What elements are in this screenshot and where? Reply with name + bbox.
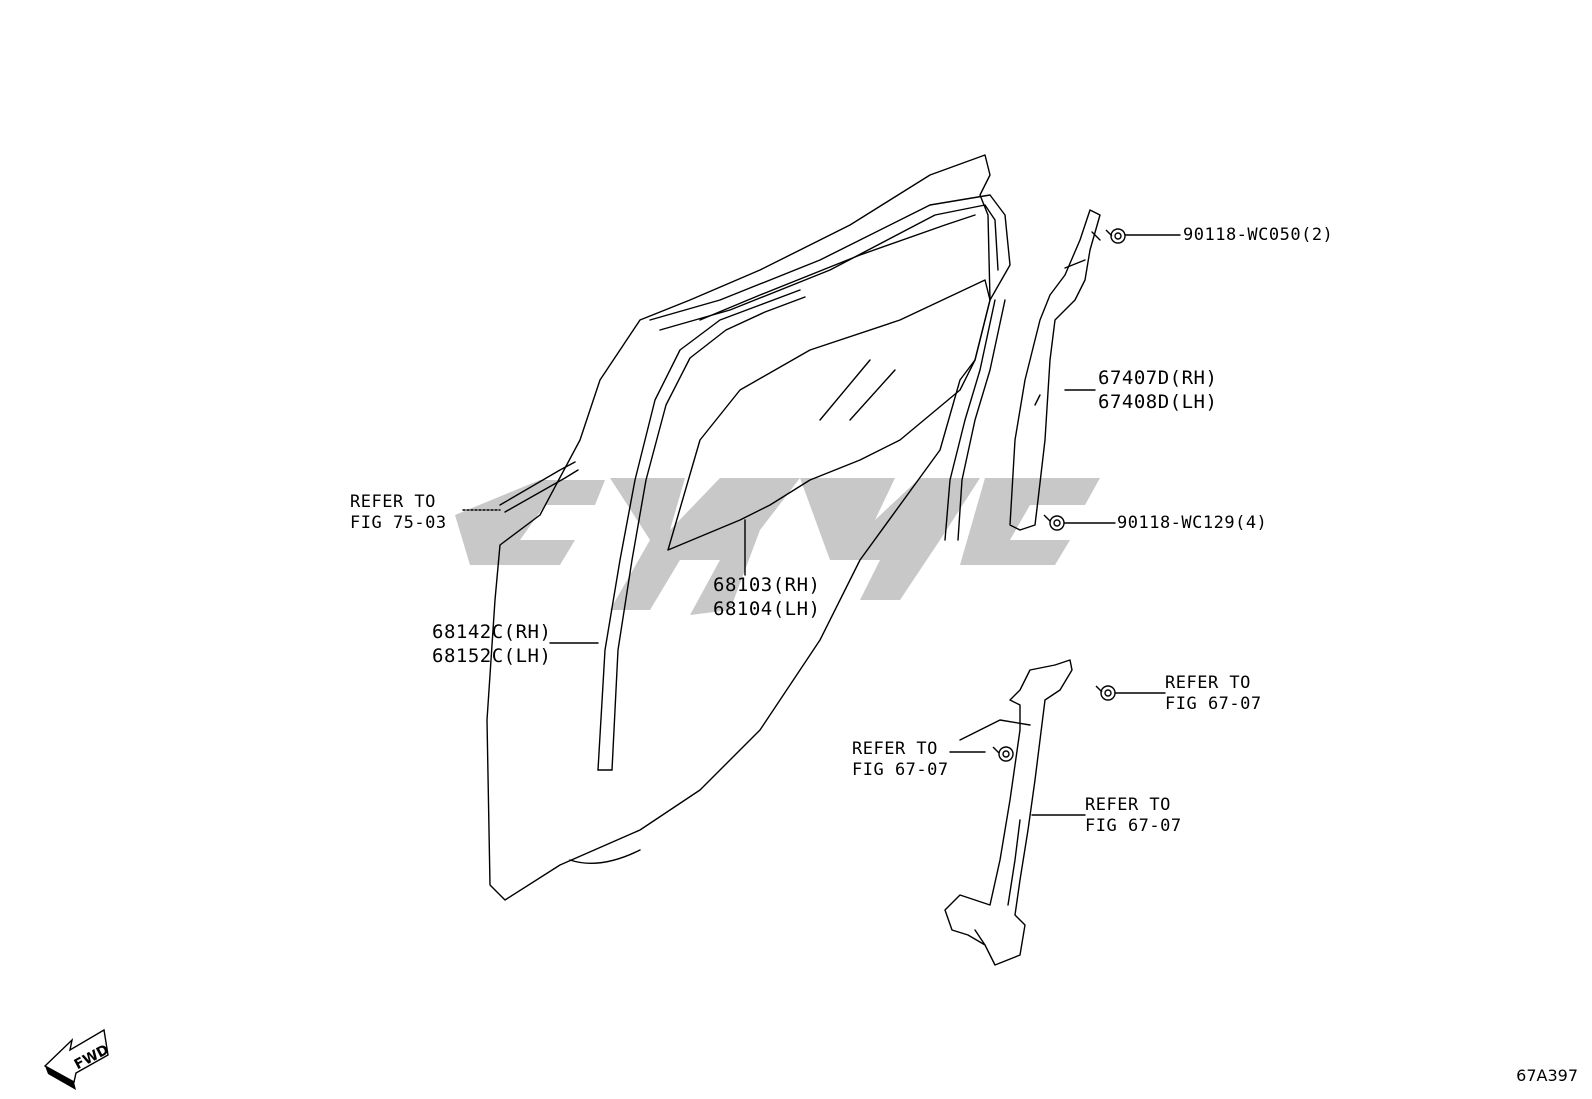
part-number-lh: 68152C(LH) [432,645,552,667]
glass-run-channel [597,289,801,771]
figure-id: 67A397 [1516,1066,1578,1085]
label-refer-r1: REFER TO FIG 67-07 [1165,673,1262,714]
label-run: 68142C(RH) 68152C(LH) [432,620,551,668]
door-glass-outline [667,279,991,551]
part-number-lh: 67408D(LH) [1098,391,1218,413]
part-number-lh: 68104(LH) [713,598,821,620]
watermark-logo [455,478,1100,615]
bolt-icon [1095,685,1116,701]
door-frame-inner [649,194,1011,321]
label-refer-r2: REFER TO FIG 67-07 [852,739,949,780]
center-channel-part [1009,209,1101,531]
label-bolt-top: 90118-WC050(2) [1183,225,1333,246]
bolt-icon [1043,514,1065,531]
label-bolt-mid: 90118-WC129(4) [1117,513,1267,534]
label-refer-r3: REFER TO FIG 67-07 [1085,795,1182,836]
part-number: 90118-WC050(2) [1183,225,1334,245]
part-number-rh: 67407D(RH) [1098,367,1218,389]
bolt-icon [1105,228,1126,244]
bolt-icon [992,746,1014,762]
label-channel: 67407D(RH) 67408D(LH) [1098,366,1217,414]
label-glass: 68103(RH) 68104(LH) [713,573,820,621]
part-number-rh: 68103(RH) [713,574,821,596]
part-number: 90118-WC129(4) [1117,513,1268,533]
fwd-arrow-icon: FWD [43,1028,112,1090]
part-number-rh: 68142C(RH) [432,621,552,643]
window-regulator-part [944,659,1073,966]
label-refer-left: REFER TO FIG 75-03 [350,492,447,533]
